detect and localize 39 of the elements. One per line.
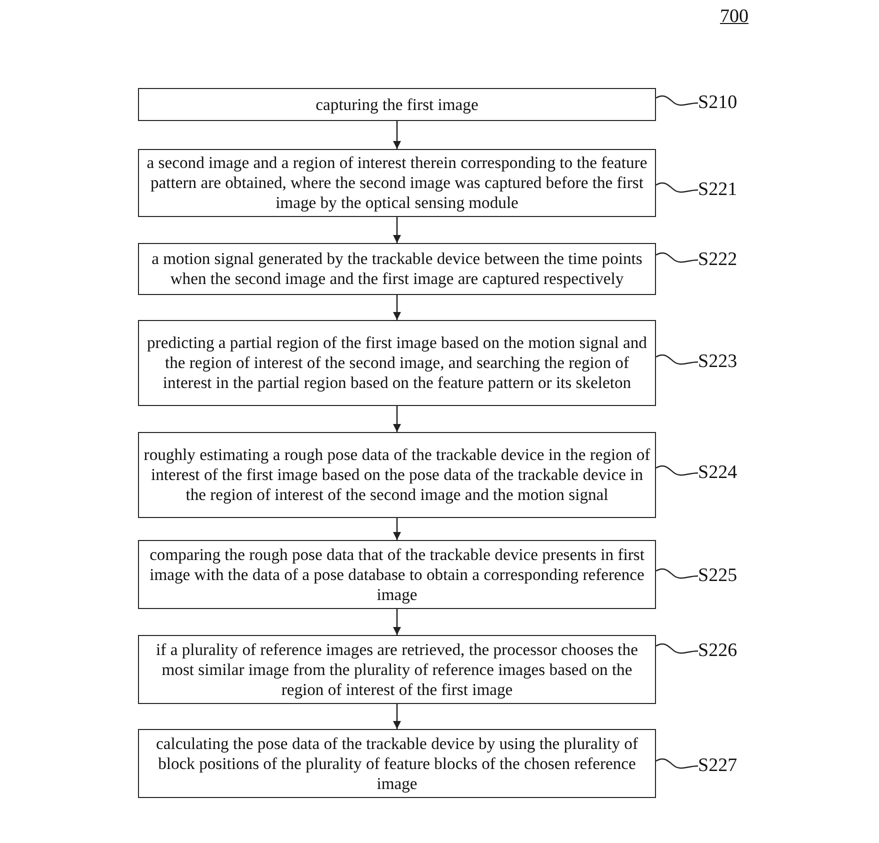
step-number: S223 bbox=[698, 351, 742, 373]
step-number: S226 bbox=[698, 640, 742, 662]
step-text: a second image and a region of interest therein corresponding to the feature pattern are obtained, where the second image was captured before the first image by the optical sensing module bbox=[146, 153, 648, 213]
arrow bbox=[393, 406, 401, 432]
leader-line bbox=[656, 568, 698, 579]
process-box bbox=[138, 540, 656, 609]
step-number: S227 bbox=[698, 755, 742, 777]
process-box bbox=[138, 432, 656, 518]
leader-line bbox=[656, 182, 698, 193]
step-text: if a plurality of reference images are retrieved, the processor chooses the most similar image from the plurality of reference images based on the region of interest of the first image bbox=[155, 640, 639, 700]
leader-line bbox=[656, 758, 698, 769]
step-text: predicting a partial region of the first image based on the motion signal and the region of interest of the second image, and searching the region of interest in the partial region based on the feature pattern or its skeleton bbox=[146, 333, 648, 393]
leader-line bbox=[656, 354, 698, 365]
step-number: S221 bbox=[698, 179, 742, 201]
arrow bbox=[393, 518, 401, 540]
arrow bbox=[393, 217, 401, 243]
arrow bbox=[393, 609, 401, 635]
step-text: capturing the first image bbox=[316, 94, 478, 114]
step-number: S210 bbox=[698, 92, 742, 114]
arrow bbox=[393, 704, 401, 729]
step-text: a motion signal generated by the trackable device between the time points when the second image and the first image are captured respectively bbox=[150, 249, 644, 289]
leader-line bbox=[656, 465, 698, 476]
process-box bbox=[138, 635, 656, 704]
step-text: calculating the pose data of the trackable device by using the plurality of block positions of the plurality of feature blocks of the chosen reference image bbox=[155, 734, 639, 794]
step-number: S224 bbox=[698, 462, 742, 484]
leader-line bbox=[656, 252, 698, 263]
arrow bbox=[393, 121, 401, 149]
process-box bbox=[138, 320, 656, 406]
figure-number: 700 bbox=[720, 6, 748, 28]
leader-line bbox=[656, 643, 698, 654]
process-box bbox=[138, 243, 656, 295]
arrow bbox=[393, 295, 401, 320]
process-box bbox=[138, 88, 656, 121]
step-text: comparing the rough pose data that of the trackable device presents in first image with the data of a pose database to obtain a corresponding reference image bbox=[148, 544, 646, 604]
step-text: roughly estimating a rough pose data of the trackable device in the region of interest of the first image based on the pose data of the trackable device in the region of interest of the second image and the motion signal bbox=[142, 445, 652, 505]
step-number: S225 bbox=[698, 565, 742, 587]
leader-line bbox=[656, 95, 698, 106]
step-number: S222 bbox=[698, 249, 742, 271]
process-box bbox=[138, 729, 656, 798]
